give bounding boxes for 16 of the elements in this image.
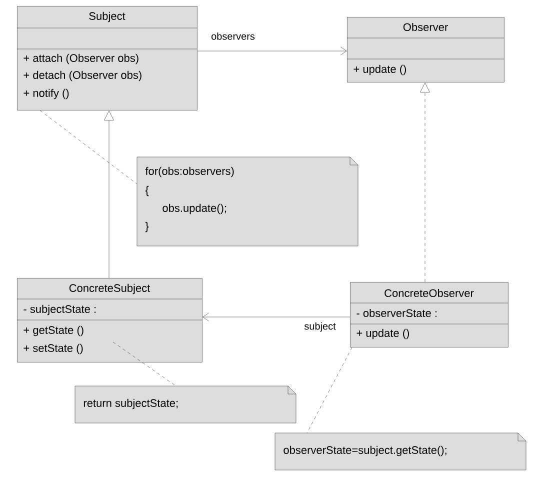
arrow <box>104 110 114 278</box>
leader-line <box>306 347 352 434</box>
leader-line <box>40 110 138 184</box>
edge-label: subject <box>303 321 337 333</box>
class-box: ConcreteObserver - observerState : + update () <box>350 282 508 348</box>
class-box: Subject + attach (Observer obs) + detach (Observer obs) + notify () <box>16 6 198 110</box>
arrow <box>202 312 350 322</box>
arrow <box>197 46 347 56</box>
class-box: ConcreteSubject - subjectState : + getState () + setState () <box>16 278 202 362</box>
note-box: observerState=subject.getState(); <box>274 432 526 470</box>
leader-line <box>112 342 176 386</box>
edge-label: observers <box>210 31 256 41</box>
arrow <box>420 82 430 282</box>
note-box: return subjectState; <box>74 386 296 424</box>
class-box: Observer + update () <box>346 17 504 82</box>
note-box: for(obs:observers) { obs.update(); } <box>136 156 358 246</box>
